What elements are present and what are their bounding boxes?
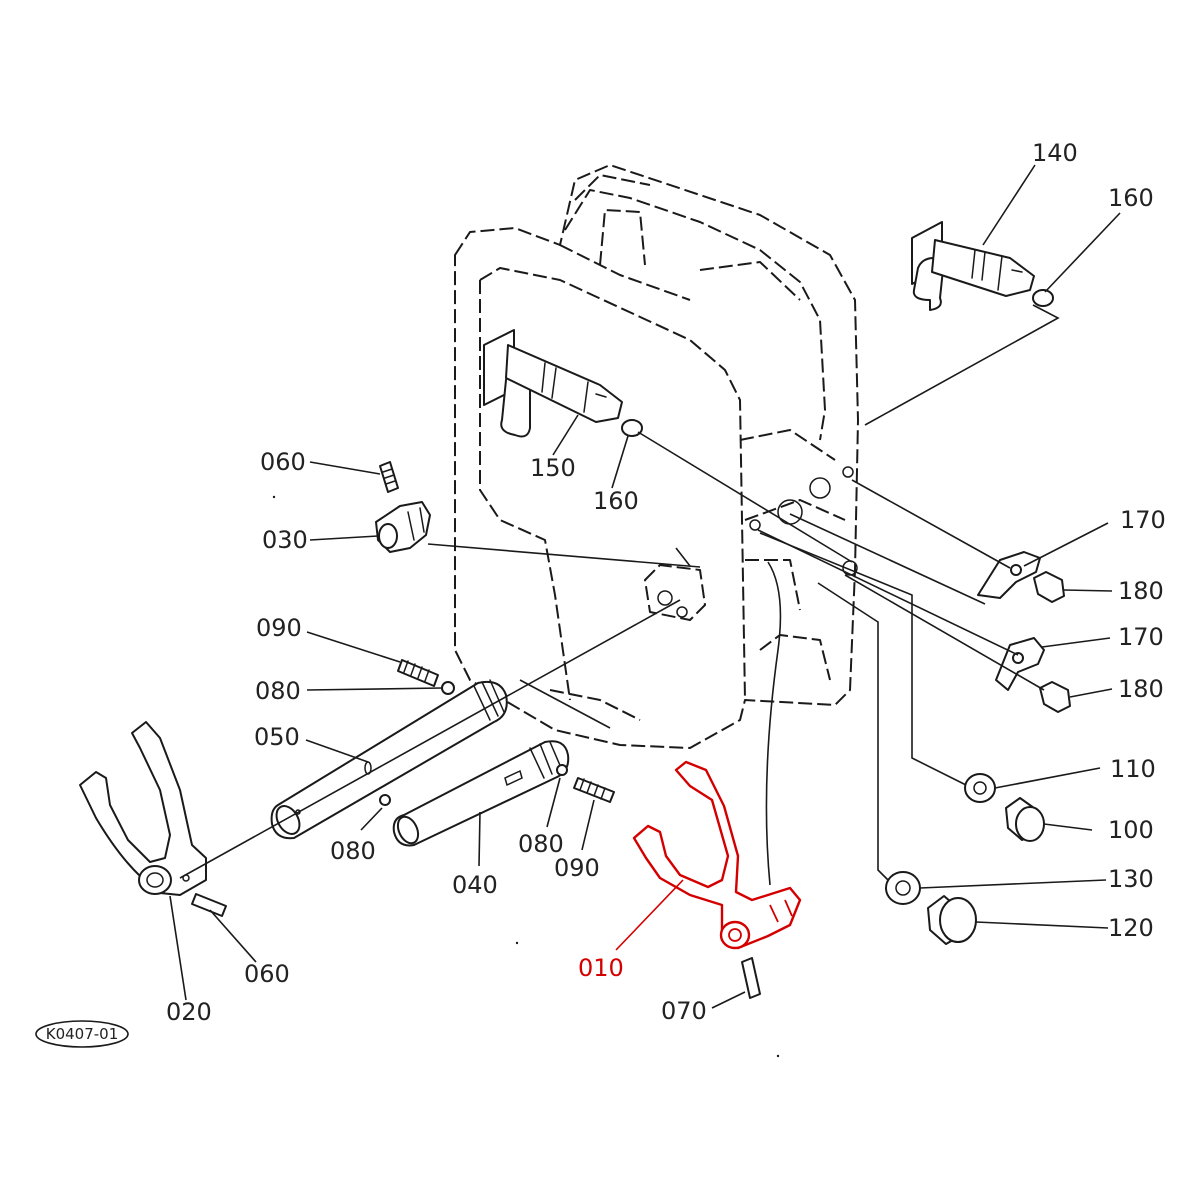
label-050: 050 (254, 723, 300, 751)
part-140-shift-rod (911, 221, 1035, 311)
label-060-top: 060 (260, 448, 306, 476)
part-080-right-ball (556, 764, 568, 776)
part-150-shift-rod (483, 329, 623, 438)
label-070: 070 (661, 997, 707, 1025)
label-080-right: 080 (518, 830, 564, 858)
part-170-top-plate (977, 551, 1041, 599)
figure-code: K0407-01 (46, 1025, 119, 1043)
label-060-bottom: 060 (244, 960, 290, 988)
label-120: 120 (1108, 914, 1154, 942)
label-100: 100 (1108, 816, 1154, 844)
part-110-washer (964, 773, 996, 803)
part-160-mid-oring (621, 419, 643, 437)
part-170-bottom-plate (995, 637, 1045, 691)
part-160-top-oring (1032, 289, 1054, 307)
part-070-pin (741, 957, 761, 999)
label-110: 110 (1110, 755, 1156, 783)
label-150: 150 (530, 454, 576, 482)
part-050-shift-shaft (270, 679, 508, 840)
label-140: 140 (1032, 139, 1078, 167)
part-120-plug (927, 895, 977, 945)
label-180-bottom: 180 (1118, 675, 1164, 703)
part-060-bottom-pin (191, 893, 227, 917)
label-170-bottom: 170 (1118, 623, 1164, 651)
label-040: 040 (452, 871, 498, 899)
label-130: 130 (1108, 865, 1154, 893)
part-060-top-pin (379, 461, 399, 493)
part-020-shift-fork (79, 721, 207, 896)
part-100-plug (1005, 797, 1045, 842)
label-090-left: 090 (256, 614, 302, 642)
label-160-mid: 160 (593, 487, 639, 515)
label-020: 020 (166, 998, 212, 1026)
label-030: 030 (262, 526, 308, 554)
label-180-top: 180 (1118, 577, 1164, 605)
leader-lines (169, 164, 1121, 1009)
figure-code-stamp: K0407-01 (35, 1020, 129, 1048)
label-080-left: 080 (255, 677, 301, 705)
label-160-top: 160 (1108, 184, 1154, 212)
part-130-washer (885, 871, 921, 905)
part-030-arm (375, 501, 431, 553)
label-080-mid: 080 (330, 837, 376, 865)
label-170-top: 170 (1120, 506, 1166, 534)
label-010: 010 (578, 954, 624, 982)
part-090-left-spring (397, 659, 439, 687)
part-labels: 140 160 150 160 060 030 170 180 170 180 … (166, 139, 1166, 1026)
part-040-shift-shaft (392, 740, 570, 847)
part-090-right-spring (573, 777, 615, 803)
part-080-left-ball (441, 681, 455, 695)
part-010-shift-fork (632, 760, 802, 950)
part-080-mid-ball (379, 794, 391, 806)
part-180-top-bolt (1033, 571, 1065, 603)
part-180-bottom-bolt (1039, 681, 1071, 713)
label-090-right: 090 (554, 854, 600, 882)
transmission-case (454, 164, 859, 749)
